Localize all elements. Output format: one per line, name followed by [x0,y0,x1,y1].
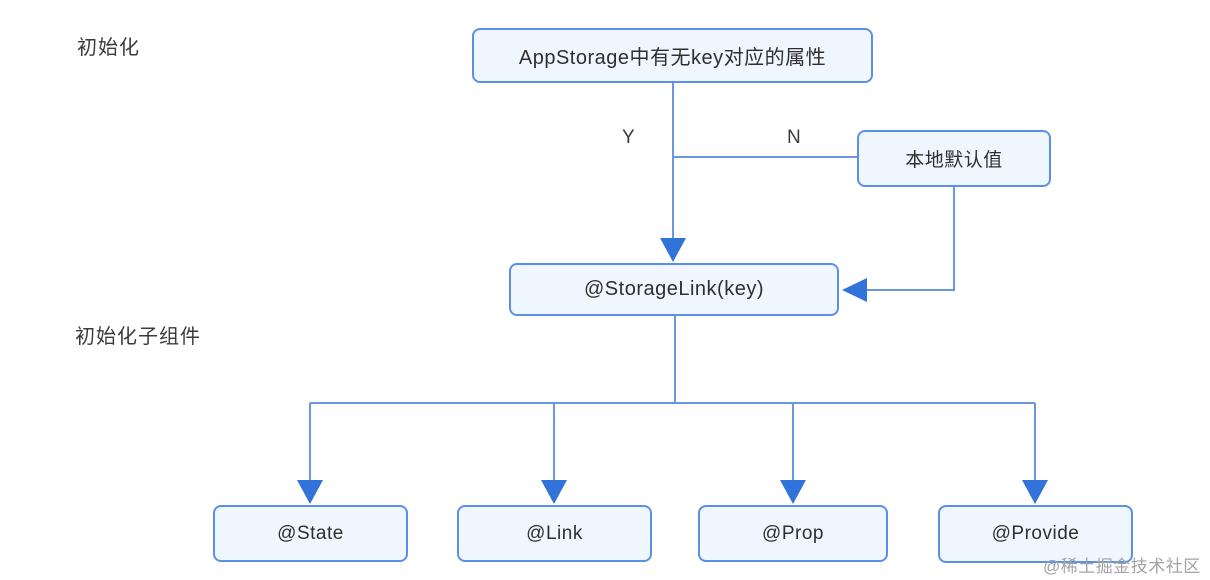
node-condition-label: AppStorage中有无key对应的属性 [518,47,827,69]
watermark: @稀土掘金技术社区 [1043,557,1201,576]
node-decorator-link: @Link [457,505,652,562]
node-decorator-prop-label: @Prop [762,522,824,544]
arrow-to-link [541,403,567,504]
node-decorator-state: @State [213,505,408,562]
arrow-default-to-storagelink [842,187,955,302]
node-local-default-label: 本地默认值 [905,150,1003,171]
node-condition: AppStorage中有无key对应的属性 [472,28,873,83]
node-decorator-state-label: @State [277,522,344,544]
branch-label-yes: Y [622,127,635,148]
node-decorator-prop: @Prop [698,505,888,562]
phase-label-init-child-component: 初始化子组件 [75,326,201,348]
node-storagelink: @StorageLink(key) [509,263,839,316]
node-decorator-provide-label: @Provide [991,523,1080,544]
arrow-to-state [297,403,323,504]
arrow-condition-to-storagelink [660,83,686,262]
arrow-to-provide [1022,403,1048,504]
node-decorator-provide: @Provide [938,505,1133,563]
phase-label-initialization: 初始化 [77,37,140,59]
arrow-to-prop [780,403,806,504]
branch-label-no: N [787,127,801,148]
node-local-default: 本地默认值 [857,130,1051,187]
node-storagelink-label: @StorageLink(key) [584,278,764,300]
node-decorator-link-label: @Link [526,522,583,544]
